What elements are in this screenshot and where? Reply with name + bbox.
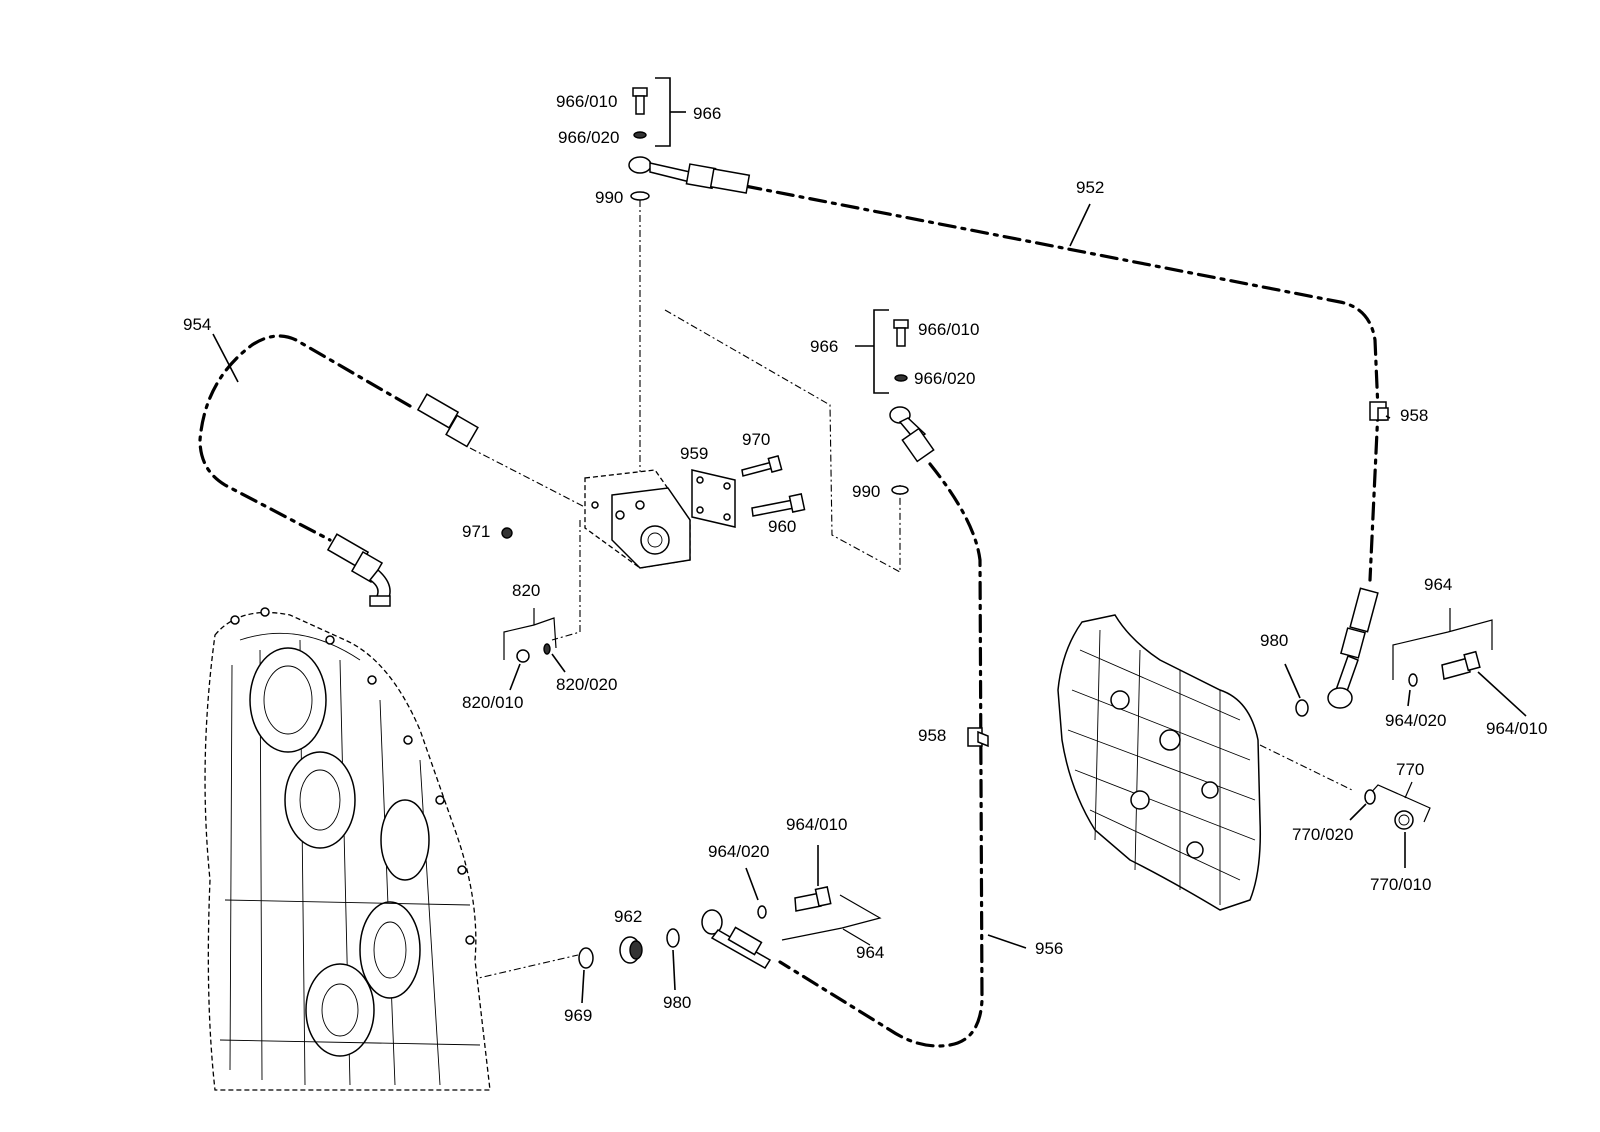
banjo-fitting-952-top bbox=[628, 156, 751, 194]
assembly-line-820 bbox=[551, 520, 581, 641]
seal-820-020 bbox=[543, 643, 551, 655]
plug-770-010[interactable] bbox=[1394, 810, 1414, 830]
label-966-010-top: 966/010 bbox=[556, 92, 617, 111]
plug-820-010[interactable] bbox=[516, 649, 530, 663]
plug-971[interactable] bbox=[501, 527, 513, 539]
seal-ring-990-top bbox=[630, 191, 650, 201]
label-966-top: 966 bbox=[693, 104, 721, 123]
banjo-bolt-966-010-mid[interactable] bbox=[893, 319, 909, 347]
label-964-right: 964 bbox=[1424, 575, 1452, 594]
leader-956 bbox=[987, 934, 1027, 949]
seal-ring-966-020-top bbox=[633, 131, 647, 139]
screw-960[interactable] bbox=[751, 493, 806, 517]
banjo-bolt-964-010-bottom[interactable] bbox=[794, 886, 832, 912]
banjo-bolt-964-010-right[interactable] bbox=[1441, 650, 1481, 680]
label-956: 956 bbox=[1035, 939, 1063, 958]
leader-952 bbox=[1069, 203, 1091, 247]
fitting-952-lower bbox=[1327, 587, 1379, 709]
valve-block bbox=[584, 469, 691, 569]
clip-958-top[interactable] bbox=[1369, 401, 1389, 421]
seal-ring-966-020-mid bbox=[894, 374, 908, 382]
label-958-top: 958 bbox=[1400, 406, 1428, 425]
leader-964-010-right bbox=[1477, 671, 1527, 717]
label-980-right: 980 bbox=[1260, 631, 1288, 650]
leader-964-bottom bbox=[842, 928, 871, 946]
line-954 bbox=[198, 334, 412, 542]
fitting-954-upper bbox=[416, 393, 479, 448]
plug-770-010-inner bbox=[1398, 814, 1410, 826]
leader-980-bottom bbox=[672, 949, 676, 991]
assembly-line-valve-block bbox=[664, 309, 901, 573]
seal-ring-980-right bbox=[1295, 699, 1309, 717]
leader-954 bbox=[212, 333, 239, 383]
leader-820-020 bbox=[551, 653, 566, 673]
label-962: 962 bbox=[614, 907, 642, 926]
banjo-bolt-966-010-top[interactable] bbox=[632, 87, 648, 115]
label-820-020: 820/020 bbox=[556, 675, 617, 694]
assembly-line-770 bbox=[1259, 744, 1353, 791]
seal-964-020-right bbox=[1408, 673, 1418, 687]
seal-964-020-bottom bbox=[757, 905, 767, 919]
bracket-964-right bbox=[1392, 619, 1493, 680]
clip-958-mid[interactable] bbox=[967, 727, 989, 748]
leader-969 bbox=[581, 969, 585, 1004]
label-966-010-mid: 966/010 bbox=[918, 320, 979, 339]
label-980-bottom: 980 bbox=[663, 993, 691, 1012]
label-966-mid: 966 bbox=[810, 337, 838, 356]
line-952 bbox=[743, 184, 1380, 582]
label-770-010: 770/010 bbox=[1370, 875, 1431, 894]
left-gear-housing bbox=[204, 607, 491, 1091]
bracket-966-mid bbox=[873, 309, 889, 394]
label-770-020: 770/020 bbox=[1292, 825, 1353, 844]
leader-964-020-bottom bbox=[745, 867, 759, 901]
fitting-954-lower bbox=[326, 533, 391, 607]
label-966-020-top: 966/020 bbox=[558, 128, 619, 147]
label-969: 969 bbox=[564, 1006, 592, 1025]
label-964-010-bottom: 964/010 bbox=[786, 815, 847, 834]
seal-ring-969 bbox=[578, 947, 594, 969]
label-958-mid: 958 bbox=[918, 726, 946, 745]
label-770: 770 bbox=[1396, 760, 1424, 779]
leader-770-020 bbox=[1349, 803, 1367, 821]
label-966-020-mid: 966/020 bbox=[914, 369, 975, 388]
screw-970[interactable] bbox=[741, 455, 783, 477]
label-964-bottom: 964 bbox=[856, 943, 884, 962]
assembly-line-969 bbox=[469, 954, 579, 981]
right-control-housing bbox=[1057, 614, 1262, 911]
label-990-top: 990 bbox=[595, 188, 623, 207]
label-820-010: 820/010 bbox=[462, 693, 523, 712]
label-959: 959 bbox=[680, 444, 708, 463]
bracket-770 bbox=[1367, 784, 1431, 823]
seal-ring-980-bottom bbox=[666, 928, 680, 948]
banjo-fitting-956-bottom bbox=[701, 909, 772, 970]
label-952: 952 bbox=[1076, 178, 1104, 197]
plug-962[interactable] bbox=[619, 936, 643, 964]
seal-ring-990-mid bbox=[891, 485, 909, 495]
cover-plate-959[interactable] bbox=[691, 469, 736, 528]
bracket-964-bottom bbox=[781, 894, 882, 941]
label-820: 820 bbox=[512, 581, 540, 600]
leader-958-top bbox=[1385, 415, 1391, 419]
line-956 bbox=[778, 462, 984, 1048]
leader-980-right bbox=[1284, 663, 1301, 699]
label-971: 971 bbox=[462, 522, 490, 541]
label-964-010-right: 964/010 bbox=[1486, 719, 1547, 738]
leader-770 bbox=[1404, 781, 1413, 799]
label-964-020-right: 964/020 bbox=[1385, 711, 1446, 730]
banjo-fitting-956-top bbox=[889, 406, 935, 463]
label-960: 960 bbox=[768, 517, 796, 536]
leader-820-010 bbox=[509, 663, 521, 691]
label-964-020-bottom: 964/020 bbox=[708, 842, 769, 861]
bracket-966-top bbox=[655, 77, 671, 147]
leader-964-020-right bbox=[1407, 689, 1411, 707]
label-970: 970 bbox=[742, 430, 770, 449]
label-954: 954 bbox=[183, 315, 211, 334]
seal-770-020 bbox=[1364, 789, 1376, 805]
label-990-mid: 990 bbox=[852, 482, 880, 501]
